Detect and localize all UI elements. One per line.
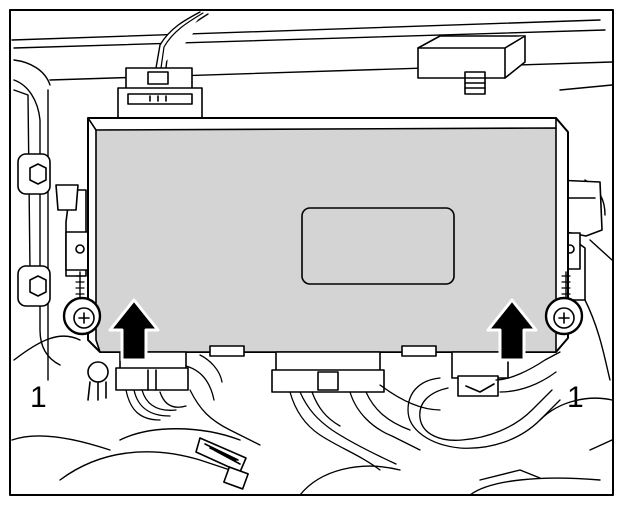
- left-arrow-up-icon: [108, 298, 160, 362]
- module-label-area: [301, 207, 455, 285]
- left-hex-bolts: [17, 153, 51, 307]
- bottom-connectors: [115, 345, 509, 397]
- right-arrow-up-icon: [486, 298, 538, 362]
- callout-label-left: 1: [30, 381, 47, 414]
- top-connector: [117, 11, 209, 121]
- callout-label-right: 1: [567, 381, 584, 414]
- loose-plug: [195, 437, 249, 490]
- bracket-block: [417, 35, 526, 95]
- harness-clip: [87, 361, 109, 401]
- right-screw: [544, 271, 584, 336]
- wiring-harness: [125, 351, 561, 471]
- control-module: [87, 117, 569, 353]
- left-screw: [62, 271, 102, 336]
- background-structure: [11, 19, 613, 496]
